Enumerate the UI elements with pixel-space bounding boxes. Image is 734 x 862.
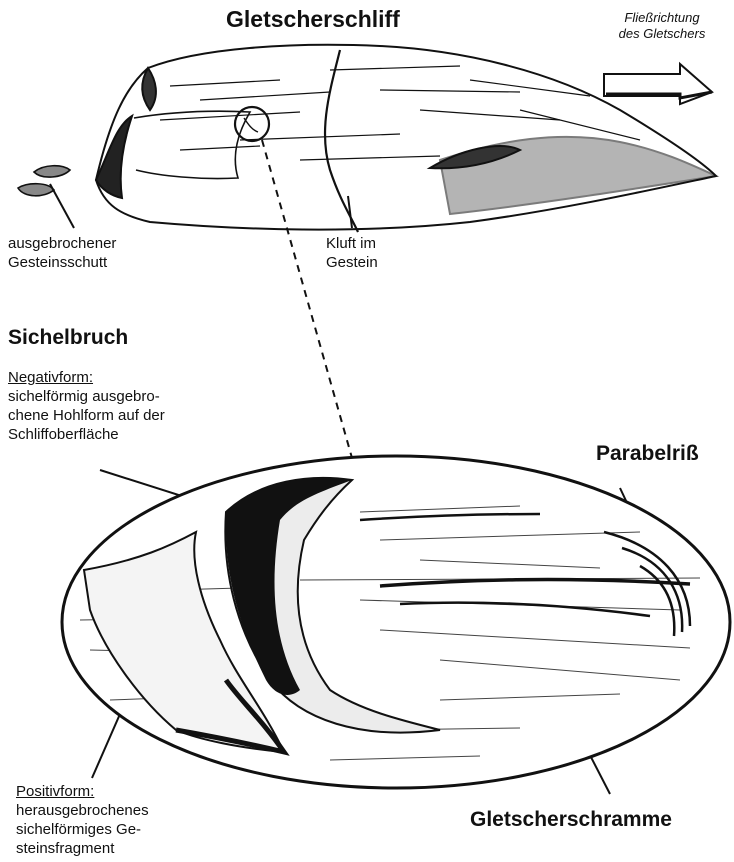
magnified-view: [62, 456, 730, 788]
debris-line-1: ausgebrochener: [8, 234, 116, 253]
negative-form-line-1: sichelförmig ausgebro-: [8, 387, 165, 406]
positive-form-label: Positivform: herausgebrochenes sichelför…: [16, 782, 149, 858]
positive-form-heading: Positivform:: [16, 782, 149, 801]
flow-direction-label: Fließrichtung des Gletschers: [592, 10, 732, 42]
parabolic-crack-label: Parabelriß: [596, 442, 699, 466]
positive-form-line-2: sichelförmiges Ge-: [16, 820, 149, 839]
joint-label: Kluft im Gestein: [326, 234, 378, 272]
joint-line-2: Gestein: [326, 253, 378, 272]
glacial-polish-rock: [96, 45, 716, 232]
glacial-striation-label: Gletscherschramme: [470, 808, 672, 832]
joint-line-1: Kluft im: [326, 234, 378, 253]
negative-form-line-2: chene Hohlform auf der: [8, 406, 165, 425]
negative-form-heading: Negativform:: [8, 368, 165, 387]
flow-direction-arrow: [604, 64, 712, 104]
title-glacial-polish: Gletscherschliff: [226, 6, 400, 33]
debris-line-2: Gesteinsschutt: [8, 253, 116, 272]
crescentic-fracture-title: Sichelbruch: [8, 326, 128, 350]
rock-debris: [18, 166, 70, 196]
negative-form-line-3: Schliffoberfläche: [8, 425, 165, 444]
positive-form-line-1: herausgebrochenes: [16, 801, 149, 820]
negative-form-label: Negativform: sichelförmig ausgebro- chen…: [8, 368, 165, 444]
flow-direction-line-2: des Gletschers: [592, 26, 732, 42]
flow-direction-line-1: Fließrichtung: [592, 10, 732, 26]
positive-form-line-3: steinsfragment: [16, 839, 149, 858]
debris-label: ausgebrochener Gesteinsschutt: [8, 234, 116, 272]
